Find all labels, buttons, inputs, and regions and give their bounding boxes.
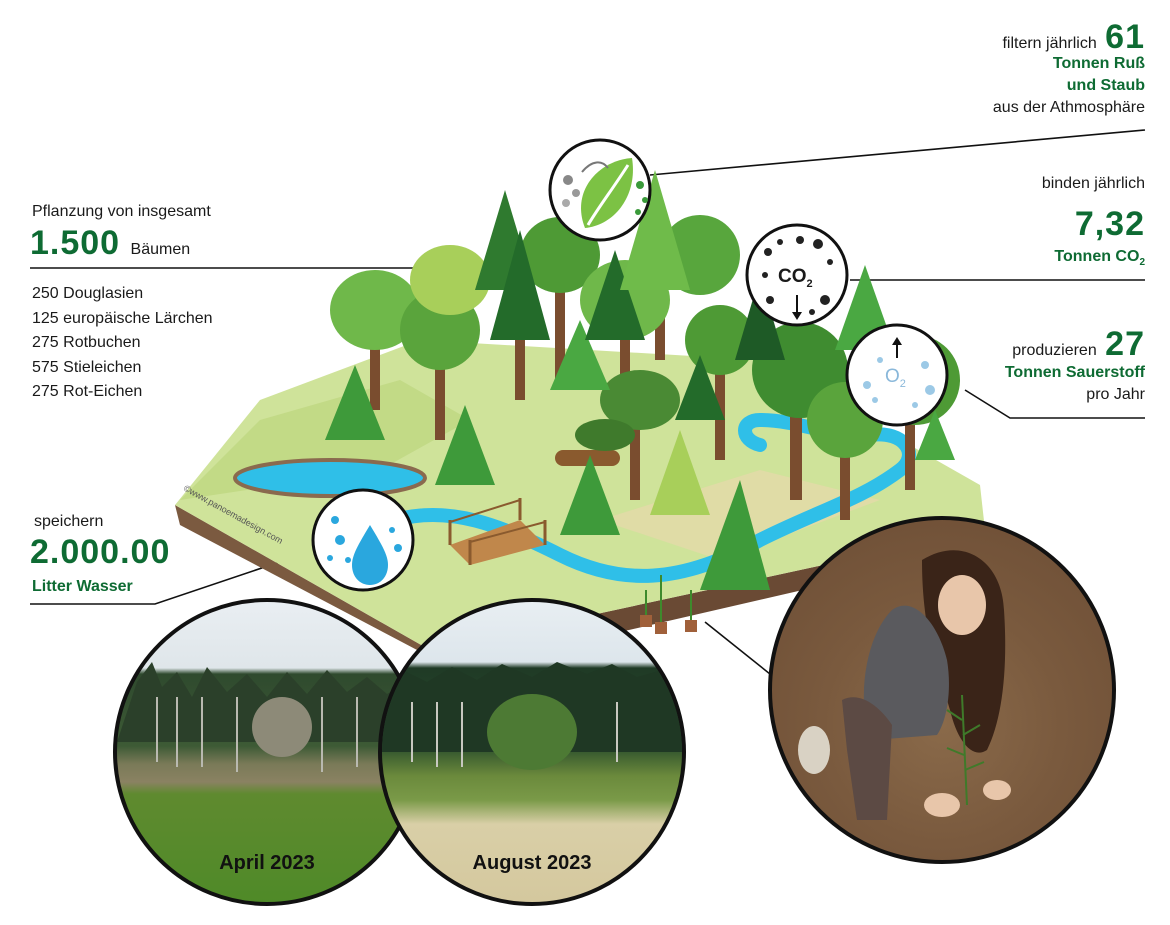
planting-count-row: 1.500 Bäumen <box>30 224 190 263</box>
co2-icon-label: CO2 <box>778 266 813 290</box>
soot-block: filtern jährlich 61 Tonnen Ruß und Staub… <box>993 18 1145 117</box>
planting-count: 1.500 <box>30 224 121 262</box>
oxygen-block: produzieren 27 Tonnen Sauerstoff pro Jah… <box>1005 325 1145 404</box>
species-item: 250 Douglasien <box>32 285 144 302</box>
species-list: 250 Douglasien 125 europäische Lärchen 2… <box>32 282 213 405</box>
o2-icon-label: O2 <box>885 366 906 390</box>
oxygen-number: 27 <box>1105 325 1145 363</box>
water-number: 2.000.00 <box>30 533 171 571</box>
species-item: 125 europäische Lärchen <box>32 309 213 327</box>
planting-unit: Bäumen <box>130 241 191 258</box>
soot-line2: und Staub <box>1066 77 1145 94</box>
august-caption: August 2023 <box>472 852 592 874</box>
co2-unit: Tonnen CO2 <box>1054 248 1145 269</box>
oxygen-line1: Tonnen Sauerstoff <box>1004 364 1145 381</box>
co2-number: 7,32 <box>1074 205 1145 243</box>
species-item: 275 Rotbuchen <box>32 334 141 351</box>
water-label: Litter Wasser <box>32 578 133 595</box>
april-caption: April 2023 <box>219 852 315 874</box>
soot-number: 61 <box>1105 18 1145 56</box>
saplings <box>640 575 697 634</box>
bridge <box>448 498 547 565</box>
water-prefix: speichern <box>34 513 104 530</box>
photo-august-2023: August 2023 <box>378 598 686 906</box>
oxygen-suffix: pro Jahr <box>1086 386 1145 403</box>
photo-april-2023: April 2023 <box>113 598 421 906</box>
species-item: 275 Rot-Eichen <box>32 383 143 400</box>
o2-icon <box>845 323 949 427</box>
co2-icon <box>745 223 849 327</box>
photo-planting-woman <box>768 516 1116 864</box>
soot-suffix: aus der Athmosphäre <box>992 99 1145 116</box>
oxygen-prefix: produzieren <box>1012 342 1097 359</box>
co2-block: binden jährlich 7,32 Tonnen CO2 <box>1042 175 1145 268</box>
species-item: 575 Stieleichen <box>32 358 142 376</box>
co2-prefix: binden jährlich <box>1041 175 1145 192</box>
water-drop-icon <box>311 488 415 592</box>
soot-line1: Tonnen Ruß <box>1052 55 1145 72</box>
soot-prefix: filtern jährlich <box>1002 35 1097 52</box>
leaf-icon <box>548 138 652 242</box>
planting-intro: Pflanzung von insgesamt <box>32 203 211 220</box>
